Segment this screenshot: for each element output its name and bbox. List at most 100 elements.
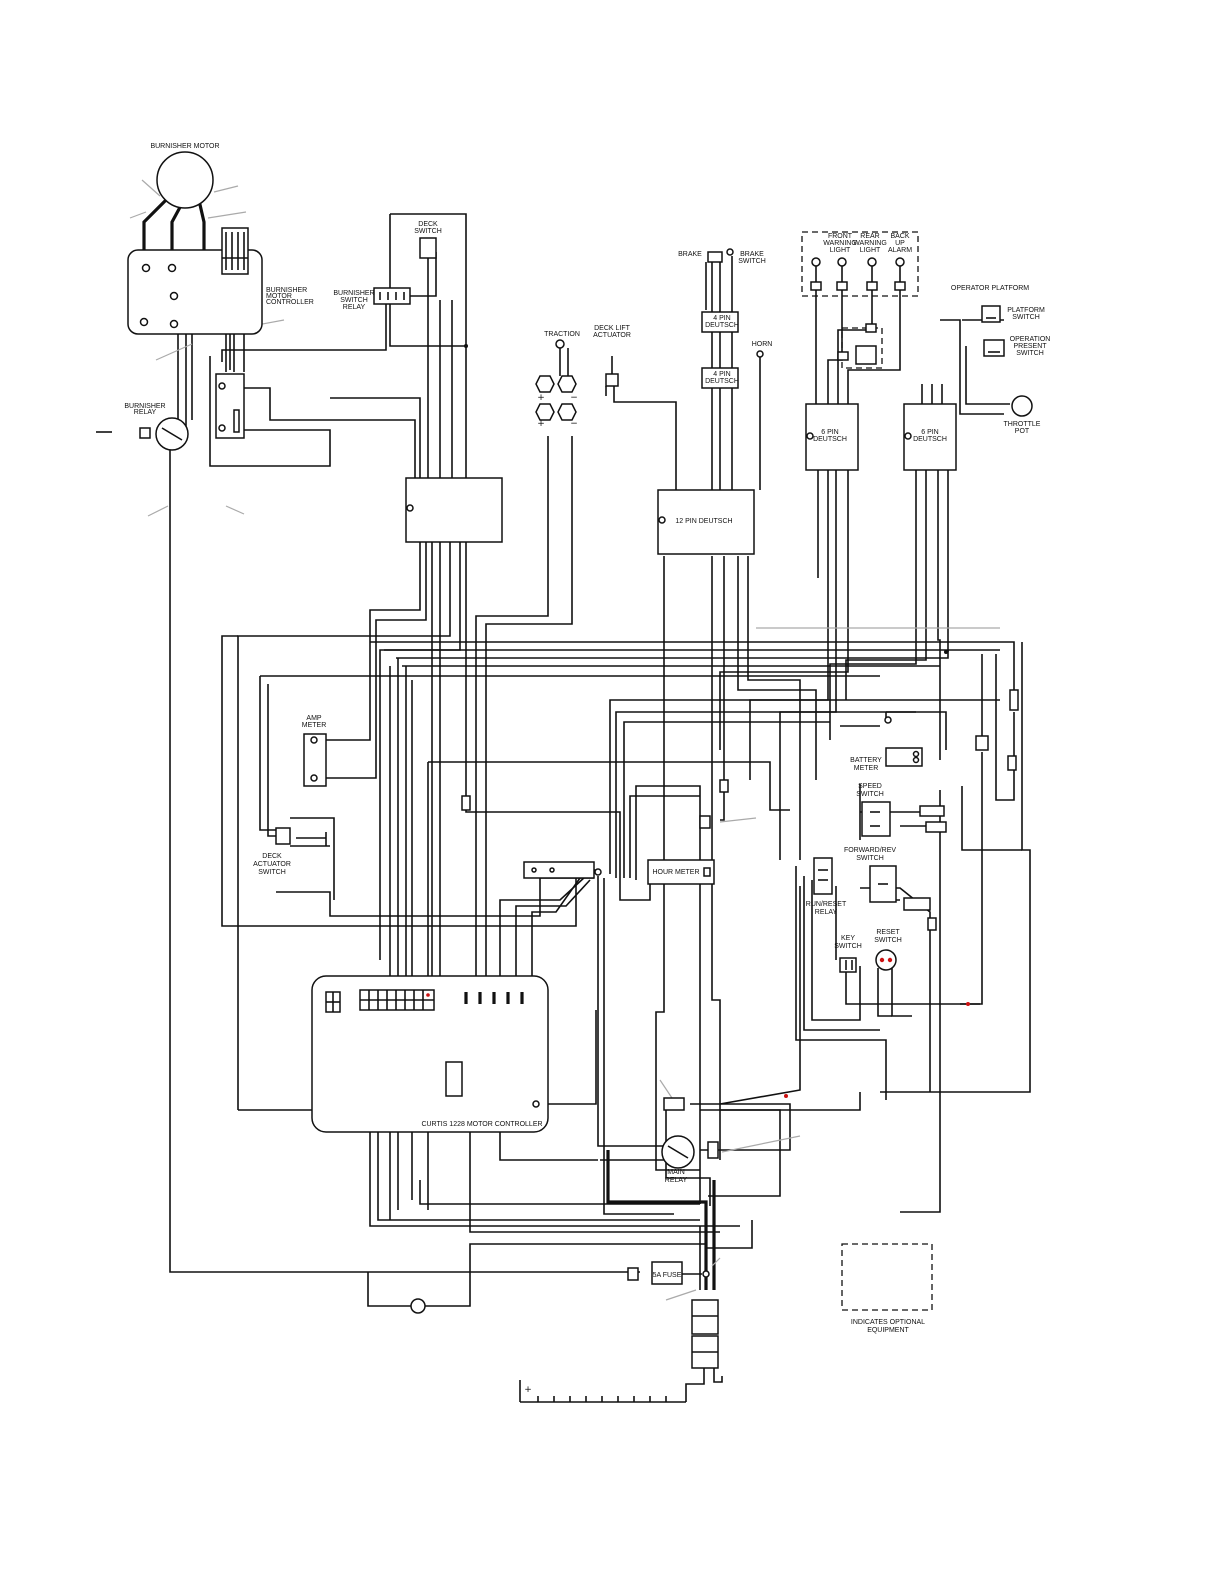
operator-platform: OPERATOR PLATFORM PLATFORM SWITCH OPERAT… (951, 285, 1050, 357)
svg-text:REAR: REAR (860, 233, 879, 240)
deutsch-4pin-b: 4 PIN DEUTSCH (701, 367, 739, 389)
svg-text:RELAY: RELAY (815, 909, 838, 916)
svg-text:SWITCH: SWITCH (1012, 314, 1040, 321)
svg-text:SWITCH: SWITCH (738, 258, 766, 265)
svg-text:HOUR METER: HOUR METER (652, 869, 699, 876)
throttle-pot: THROTTLE POT (1004, 395, 1041, 435)
battery-meter: BATTERY METER (850, 747, 923, 772)
optional-equipment-legend: INDICATES OPTIONAL EQUIPMENT (841, 1243, 933, 1334)
burnisher-contactor (215, 373, 245, 439)
svg-text:SWITCH: SWITCH (856, 855, 884, 862)
svg-text:RUN/RESET: RUN/RESET (806, 901, 847, 908)
key-switch: KEY SWITCH (834, 935, 862, 973)
svg-text:BURNISHER: BURNISHER (333, 290, 374, 297)
svg-text:−: − (570, 419, 578, 429)
burnisher-switch-relay: BURNISHER SWITCH RELAY (333, 287, 411, 311)
svg-text:DEUTSCH: DEUTSCH (705, 378, 739, 385)
svg-text:SPEED: SPEED (858, 783, 882, 790)
svg-text:INDICATES OPTIONAL: INDICATES OPTIONAL (851, 1319, 925, 1326)
horn: HORN (752, 341, 773, 358)
svg-text:SWITCH: SWITCH (1016, 350, 1044, 357)
svg-text:PRESENT: PRESENT (1013, 343, 1047, 350)
svg-text:CURTIS 1228 MOTOR CONTROLLER: CURTIS 1228 MOTOR CONTROLLER (421, 1121, 542, 1128)
svg-text:+: + (537, 393, 545, 403)
svg-text:+: + (524, 1385, 532, 1395)
hour-meter: HOUR METER (647, 859, 715, 885)
svg-text:SWITCH: SWITCH (258, 869, 286, 876)
svg-text:SWITCH: SWITCH (874, 937, 902, 944)
battery-connectors (691, 1299, 719, 1369)
svg-text:METER: METER (302, 722, 327, 729)
run-reset-relay: RUN/RESET RELAY (806, 857, 847, 916)
svg-text:RELAY: RELAY (665, 1177, 688, 1184)
svg-text:DECK: DECK (262, 853, 282, 860)
svg-text:PLATFORM: PLATFORM (1007, 307, 1045, 314)
svg-text:WARNING: WARNING (853, 240, 887, 247)
svg-text:−: − (570, 393, 578, 403)
svg-text:SWITCH: SWITCH (340, 297, 368, 304)
svg-text:ACTUATOR: ACTUATOR (253, 861, 291, 868)
svg-text:HORN: HORN (752, 341, 773, 348)
svg-text:BRAKE: BRAKE (678, 251, 702, 258)
svg-text:FRONT: FRONT (828, 233, 853, 240)
svg-text:TRACTION: TRACTION (544, 331, 580, 338)
svg-text:FORWARD/REV: FORWARD/REV (844, 847, 896, 854)
deutsch-12pin: 12 PIN DEUTSCH (657, 489, 755, 555)
amp-meter: AMP METER (302, 715, 327, 787)
svg-text:6 PIN: 6 PIN (821, 429, 839, 436)
deck-lift-actuator: DECK LIFT ACTUATOR (593, 325, 631, 387)
svg-text:BURNISHER: BURNISHER (124, 403, 165, 410)
svg-text:SWITCH: SWITCH (414, 228, 442, 235)
curtis-motor-controller: CURTIS 1228 MOTOR CONTROLLER (311, 975, 549, 1133)
svg-text:5A FUSE: 5A FUSE (653, 1272, 682, 1279)
svg-text:ALARM: ALARM (888, 247, 912, 254)
svg-text:CONTROLLER: CONTROLLER (266, 299, 314, 306)
svg-text:EQUIPMENT: EQUIPMENT (867, 1327, 909, 1334)
junction-box (405, 477, 503, 543)
burnisher-relay: BURNISHER RELAY (124, 403, 189, 451)
svg-text:6 PIN: 6 PIN (921, 429, 939, 436)
svg-text:BURNISHER: BURNISHER (266, 287, 307, 294)
svg-text:SWITCH: SWITCH (834, 943, 862, 950)
deutsch-4pin-a: 4 PIN DEUTSCH (701, 311, 739, 333)
traction-motor: TRACTION + − + − (535, 331, 580, 429)
speed-switch: SPEED SWITCH (856, 783, 947, 837)
svg-text:LIGHT: LIGHT (830, 247, 851, 254)
optional-lights-group: FRONT WARNING LIGHT REAR WARNING LIGHT B… (801, 231, 919, 369)
svg-text:DEUTSCH: DEUTSCH (705, 322, 739, 329)
svg-text:DEUTSCH: DEUTSCH (913, 436, 947, 443)
svg-text:METER: METER (854, 765, 879, 772)
battery-pack: + (520, 1385, 686, 1403)
svg-text:SWITCH: SWITCH (856, 791, 884, 798)
svg-text:BURNISHER MOTOR: BURNISHER MOTOR (150, 143, 219, 150)
burnisher-motor: BURNISHER MOTOR (150, 143, 220, 209)
svg-text:DECK LIFT: DECK LIFT (594, 325, 631, 332)
svg-text:DEUTSCH: DEUTSCH (813, 436, 847, 443)
svg-text:BATTERY: BATTERY (850, 757, 882, 764)
harness-connector-strip (523, 861, 602, 879)
forward-rev-switch: FORWARD/REV SWITCH (844, 847, 931, 911)
svg-text:DECK: DECK (418, 221, 438, 228)
svg-text:RESET: RESET (876, 929, 900, 936)
svg-text:AMP: AMP (306, 715, 322, 722)
svg-text:12 PIN DEUTSCH: 12 PIN DEUTSCH (675, 518, 732, 525)
svg-text:RELAY: RELAY (134, 409, 157, 416)
burnisher-motor-controller: BURNISHER MOTOR CONTROLLER (127, 227, 314, 335)
svg-text:OPERATOR PLATFORM: OPERATOR PLATFORM (951, 285, 1029, 292)
ground-lamp (410, 1298, 426, 1314)
wiring (96, 179, 1031, 1402)
svg-text:4 PIN: 4 PIN (713, 371, 731, 378)
deutsch-6pin-b: 6 PIN DEUTSCH (903, 403, 957, 471)
inline-connectors (461, 689, 1019, 931)
svg-text:+: + (537, 419, 545, 429)
svg-text:THROTTLE: THROTTLE (1004, 421, 1041, 428)
svg-text:ACTUATOR: ACTUATOR (593, 332, 631, 339)
brake: BRAKE BRAKE SWITCH (678, 248, 766, 265)
svg-text:4 PIN: 4 PIN (713, 315, 731, 322)
deck-switch: DECK SWITCH (414, 221, 442, 259)
main-relay: MAIN RELAY (661, 1097, 719, 1184)
deutsch-6pin-a: 6 PIN DEUTSCH (805, 403, 859, 471)
svg-text:RELAY: RELAY (343, 304, 366, 311)
svg-text:BRAKE: BRAKE (740, 251, 764, 258)
